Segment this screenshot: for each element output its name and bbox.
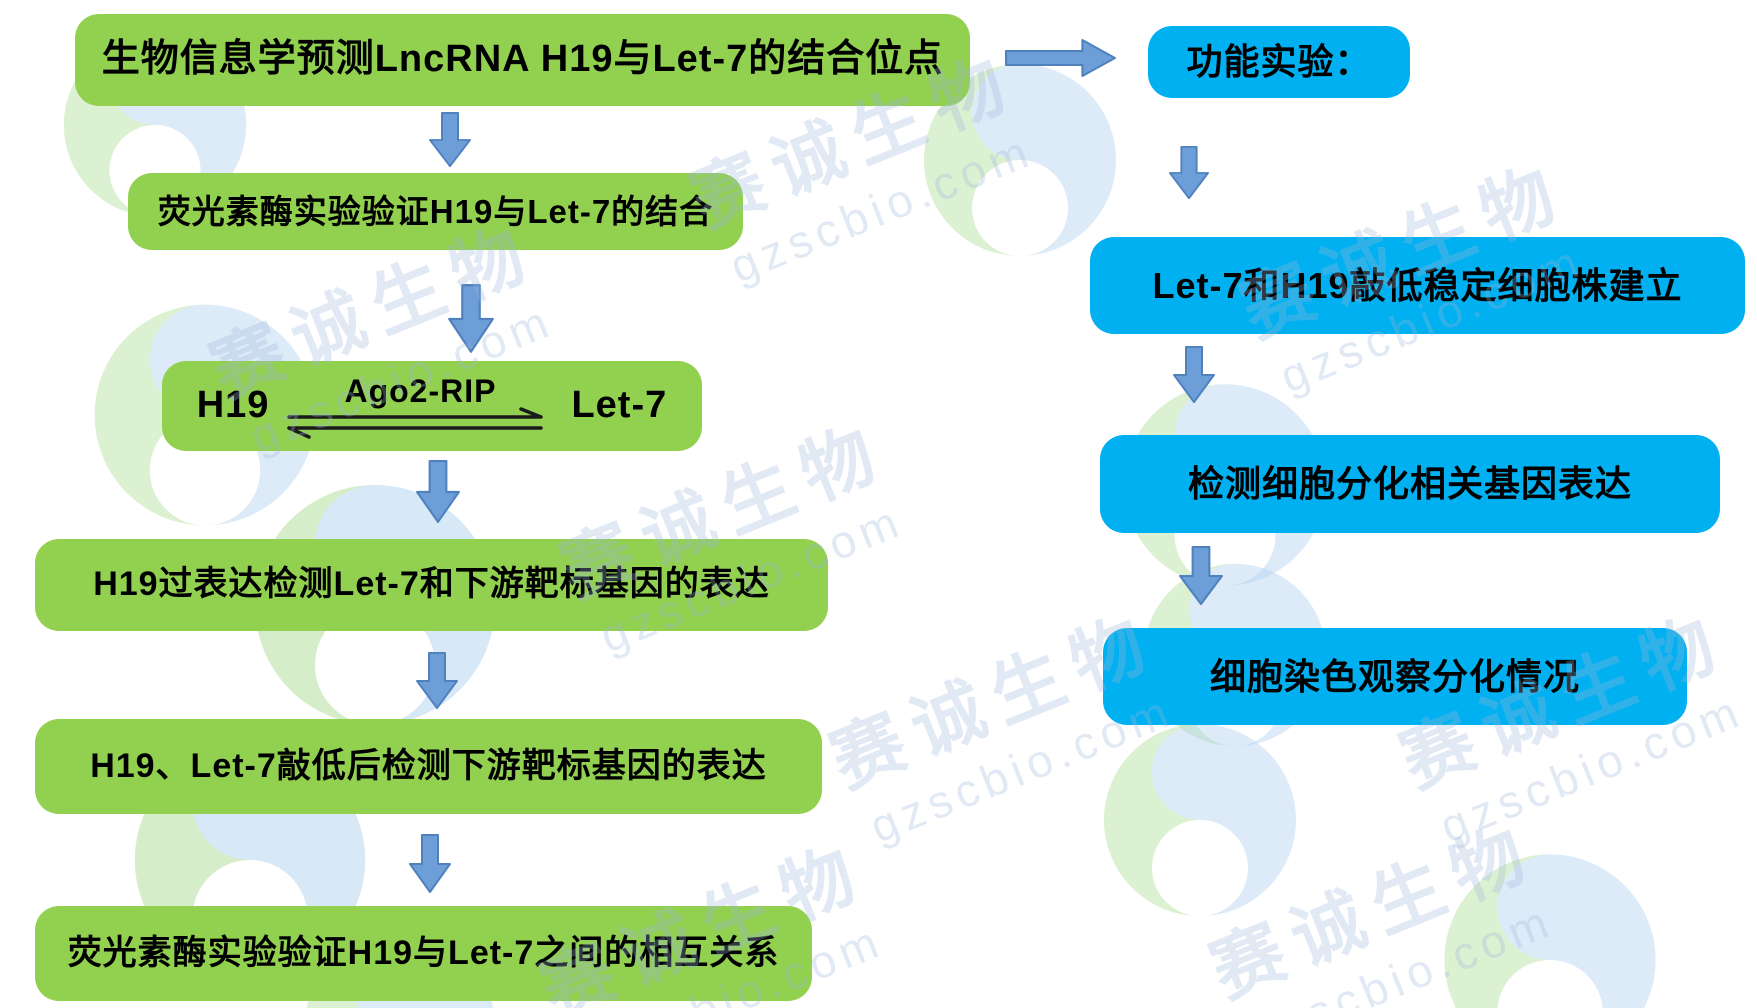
arrow-down-icon [408, 834, 452, 894]
arrow-down-icon [1168, 146, 1210, 200]
flow-node-h19-overexpression: H19过表达检测Let-7和下游靶标基因的表达 [35, 539, 828, 631]
brand-logo-watermark [1100, 720, 1300, 920]
eq-right-term: Let-7 [571, 384, 668, 427]
arrow-right-icon [1005, 38, 1117, 78]
brand-logo-watermark [1440, 850, 1660, 1008]
flow-node-knockdown-target-genes: H19、Let-7敲低后检测下游靶标基因的表达 [35, 719, 822, 814]
flow-node-differentiation-gene-expression: 检测细胞分化相关基因表达 [1100, 435, 1720, 533]
flow-node-luciferase-interaction: 荧光素酶实验验证H19与Let-7之间的相互关系 [35, 906, 812, 1001]
flow-node-ago2-rip: H19 Ago2-RIP Let-7 [162, 361, 702, 451]
flow-node-cell-staining: 细胞染色观察分化情况 [1103, 628, 1687, 725]
flow-node-stable-cell-line: Let-7和H19敲低稳定细胞株建立 [1090, 237, 1745, 334]
arrow-down-icon [1172, 346, 1216, 404]
arrow-down-icon [428, 112, 472, 168]
arrow-down-icon [1178, 546, 1224, 606]
eq-label: Ago2-RIP [344, 372, 497, 409]
flow-node-bioinformatics-prediction: 生物信息学预测LncRNA H19与Let-7的结合位点 [75, 14, 970, 106]
equilibrium-harpoons-icon [287, 407, 544, 440]
flow-node-luciferase-binding: 荧光素酶实验验证H19与Let-7的结合 [128, 173, 743, 250]
flow-node-functional-experiments: 功能实验： [1148, 26, 1410, 98]
equilibrium-expression: H19 Ago2-RIP Let-7 [197, 373, 668, 440]
arrow-down-icon [415, 460, 461, 524]
eq-left-term: H19 [196, 384, 270, 427]
arrow-down-icon [415, 652, 459, 710]
arrow-down-icon [447, 284, 495, 354]
